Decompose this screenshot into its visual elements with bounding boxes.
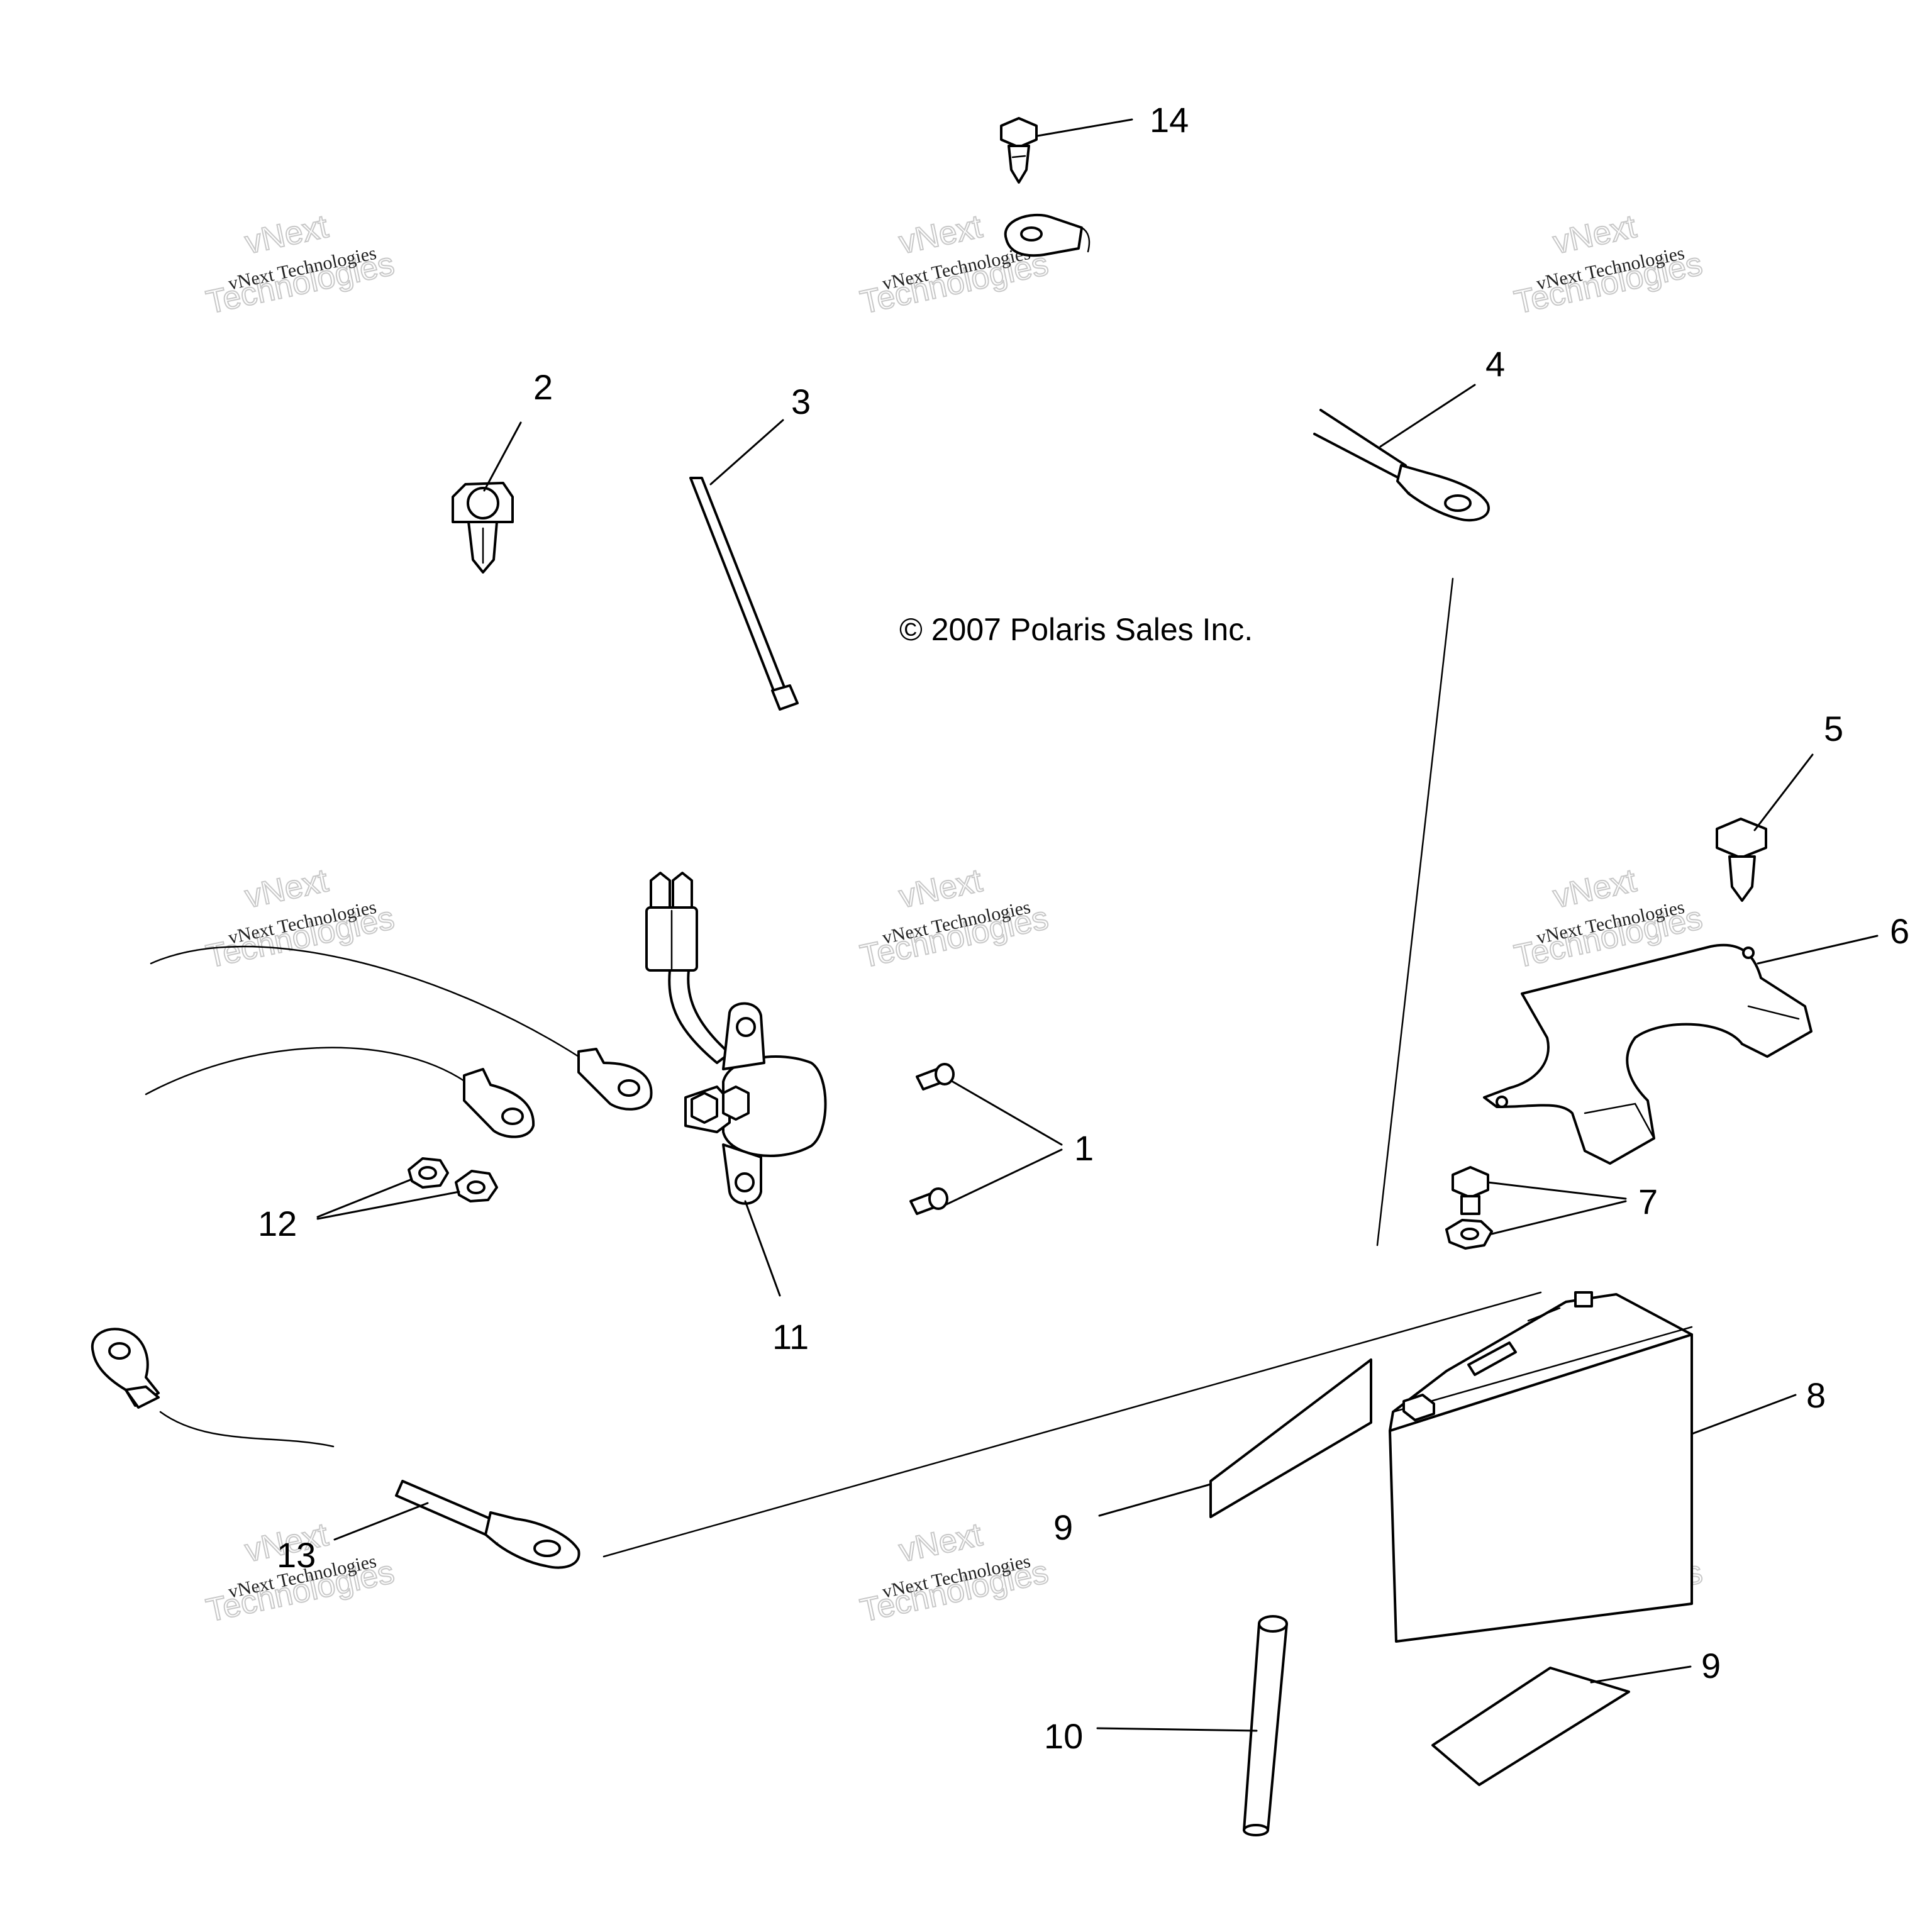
callout-6: 6: [1890, 911, 1909, 951]
leader-7a: [1487, 1181, 1627, 1200]
callout-4: 4: [1485, 344, 1505, 384]
leader-2: [483, 421, 522, 492]
callout-9-upper: 9: [1053, 1507, 1073, 1547]
watermark-8: vNext Technologies vNext Technologies: [857, 1516, 1052, 1629]
wires-solenoid: [145, 945, 653, 1138]
routing-line-4: [1376, 577, 1454, 1246]
watermark-4: vNext Technologies vNext Technologies: [203, 862, 398, 975]
leader-12b: [316, 1191, 460, 1220]
leader-8: [1690, 1394, 1797, 1435]
part-11-solenoid: [645, 872, 827, 1205]
ring-terminal-top: [1004, 213, 1091, 257]
callout-10: 10: [1044, 1716, 1083, 1756]
watermark-5: vNext Technologies vNext Technologies: [857, 862, 1052, 975]
part-9-label-lower: [1431, 1667, 1630, 1786]
part-7-bolt: [1452, 1166, 1489, 1215]
callout-13: 13: [277, 1535, 316, 1575]
part-1-screws: [909, 1063, 955, 1215]
copyright-text: © 2007 Polaris Sales Inc.: [899, 612, 1253, 647]
leader-11: [744, 1200, 781, 1297]
svg-text:vNext: vNext: [1550, 208, 1640, 261]
part-14-bolt: [1000, 117, 1038, 184]
watermark-1: vNext Technologies vNext Technologies: [203, 208, 398, 321]
leader-10: [1096, 1727, 1258, 1732]
callout-2: 2: [533, 367, 553, 407]
callout-11: 11: [772, 1317, 809, 1357]
svg-text:vNext: vNext: [896, 1516, 986, 1569]
callout-8: 8: [1806, 1375, 1826, 1415]
watermark-2: vNext Technologies vNext Technologies: [857, 208, 1052, 321]
svg-text:vNext: vNext: [242, 862, 332, 915]
part-13-ground-cable: [91, 1328, 580, 1569]
leader-12a: [316, 1178, 413, 1218]
svg-text:vNext: vNext: [896, 862, 986, 915]
leader-1b: [945, 1148, 1063, 1206]
leader-9a: [1098, 1483, 1212, 1517]
callout-12: 12: [258, 1204, 297, 1243]
leader-5: [1753, 753, 1814, 831]
leader-9b: [1590, 1665, 1692, 1684]
leader-3: [709, 419, 784, 486]
part-12-nuts: [408, 1157, 498, 1202]
part-6-bracket: [1483, 943, 1813, 1165]
part-8-battery: [1389, 1291, 1693, 1643]
part-4-cable: [1313, 409, 1490, 522]
leader-7b: [1491, 1200, 1627, 1235]
part-9-label-upper: [1209, 1358, 1372, 1518]
routing-line-13: [602, 1291, 1542, 1558]
leader-13: [333, 1502, 429, 1541]
watermark-3: vNext Technologies vNext Technologies: [1511, 208, 1706, 321]
leader-14: [1036, 118, 1133, 137]
part-10-vent-tube: [1243, 1615, 1288, 1836]
svg-text:vNext: vNext: [1550, 862, 1640, 915]
leader-6: [1757, 935, 1879, 965]
svg-text:vNext: vNext: [242, 208, 332, 261]
part-3-cable-tie: [689, 477, 799, 711]
leader-4: [1379, 384, 1476, 448]
callout-1: 1: [1074, 1128, 1094, 1168]
leader-1a: [952, 1080, 1063, 1146]
callout-7: 7: [1638, 1182, 1658, 1221]
part-5-bolt: [1716, 818, 1767, 902]
callout-9-lower: 9: [1701, 1646, 1721, 1685]
callout-5: 5: [1824, 709, 1843, 748]
part-2-clip: [452, 482, 514, 574]
callout-14: 14: [1150, 100, 1189, 140]
part-7-nut: [1445, 1219, 1493, 1250]
callout-3: 3: [791, 382, 811, 421]
svg-text:vNext: vNext: [896, 208, 986, 261]
